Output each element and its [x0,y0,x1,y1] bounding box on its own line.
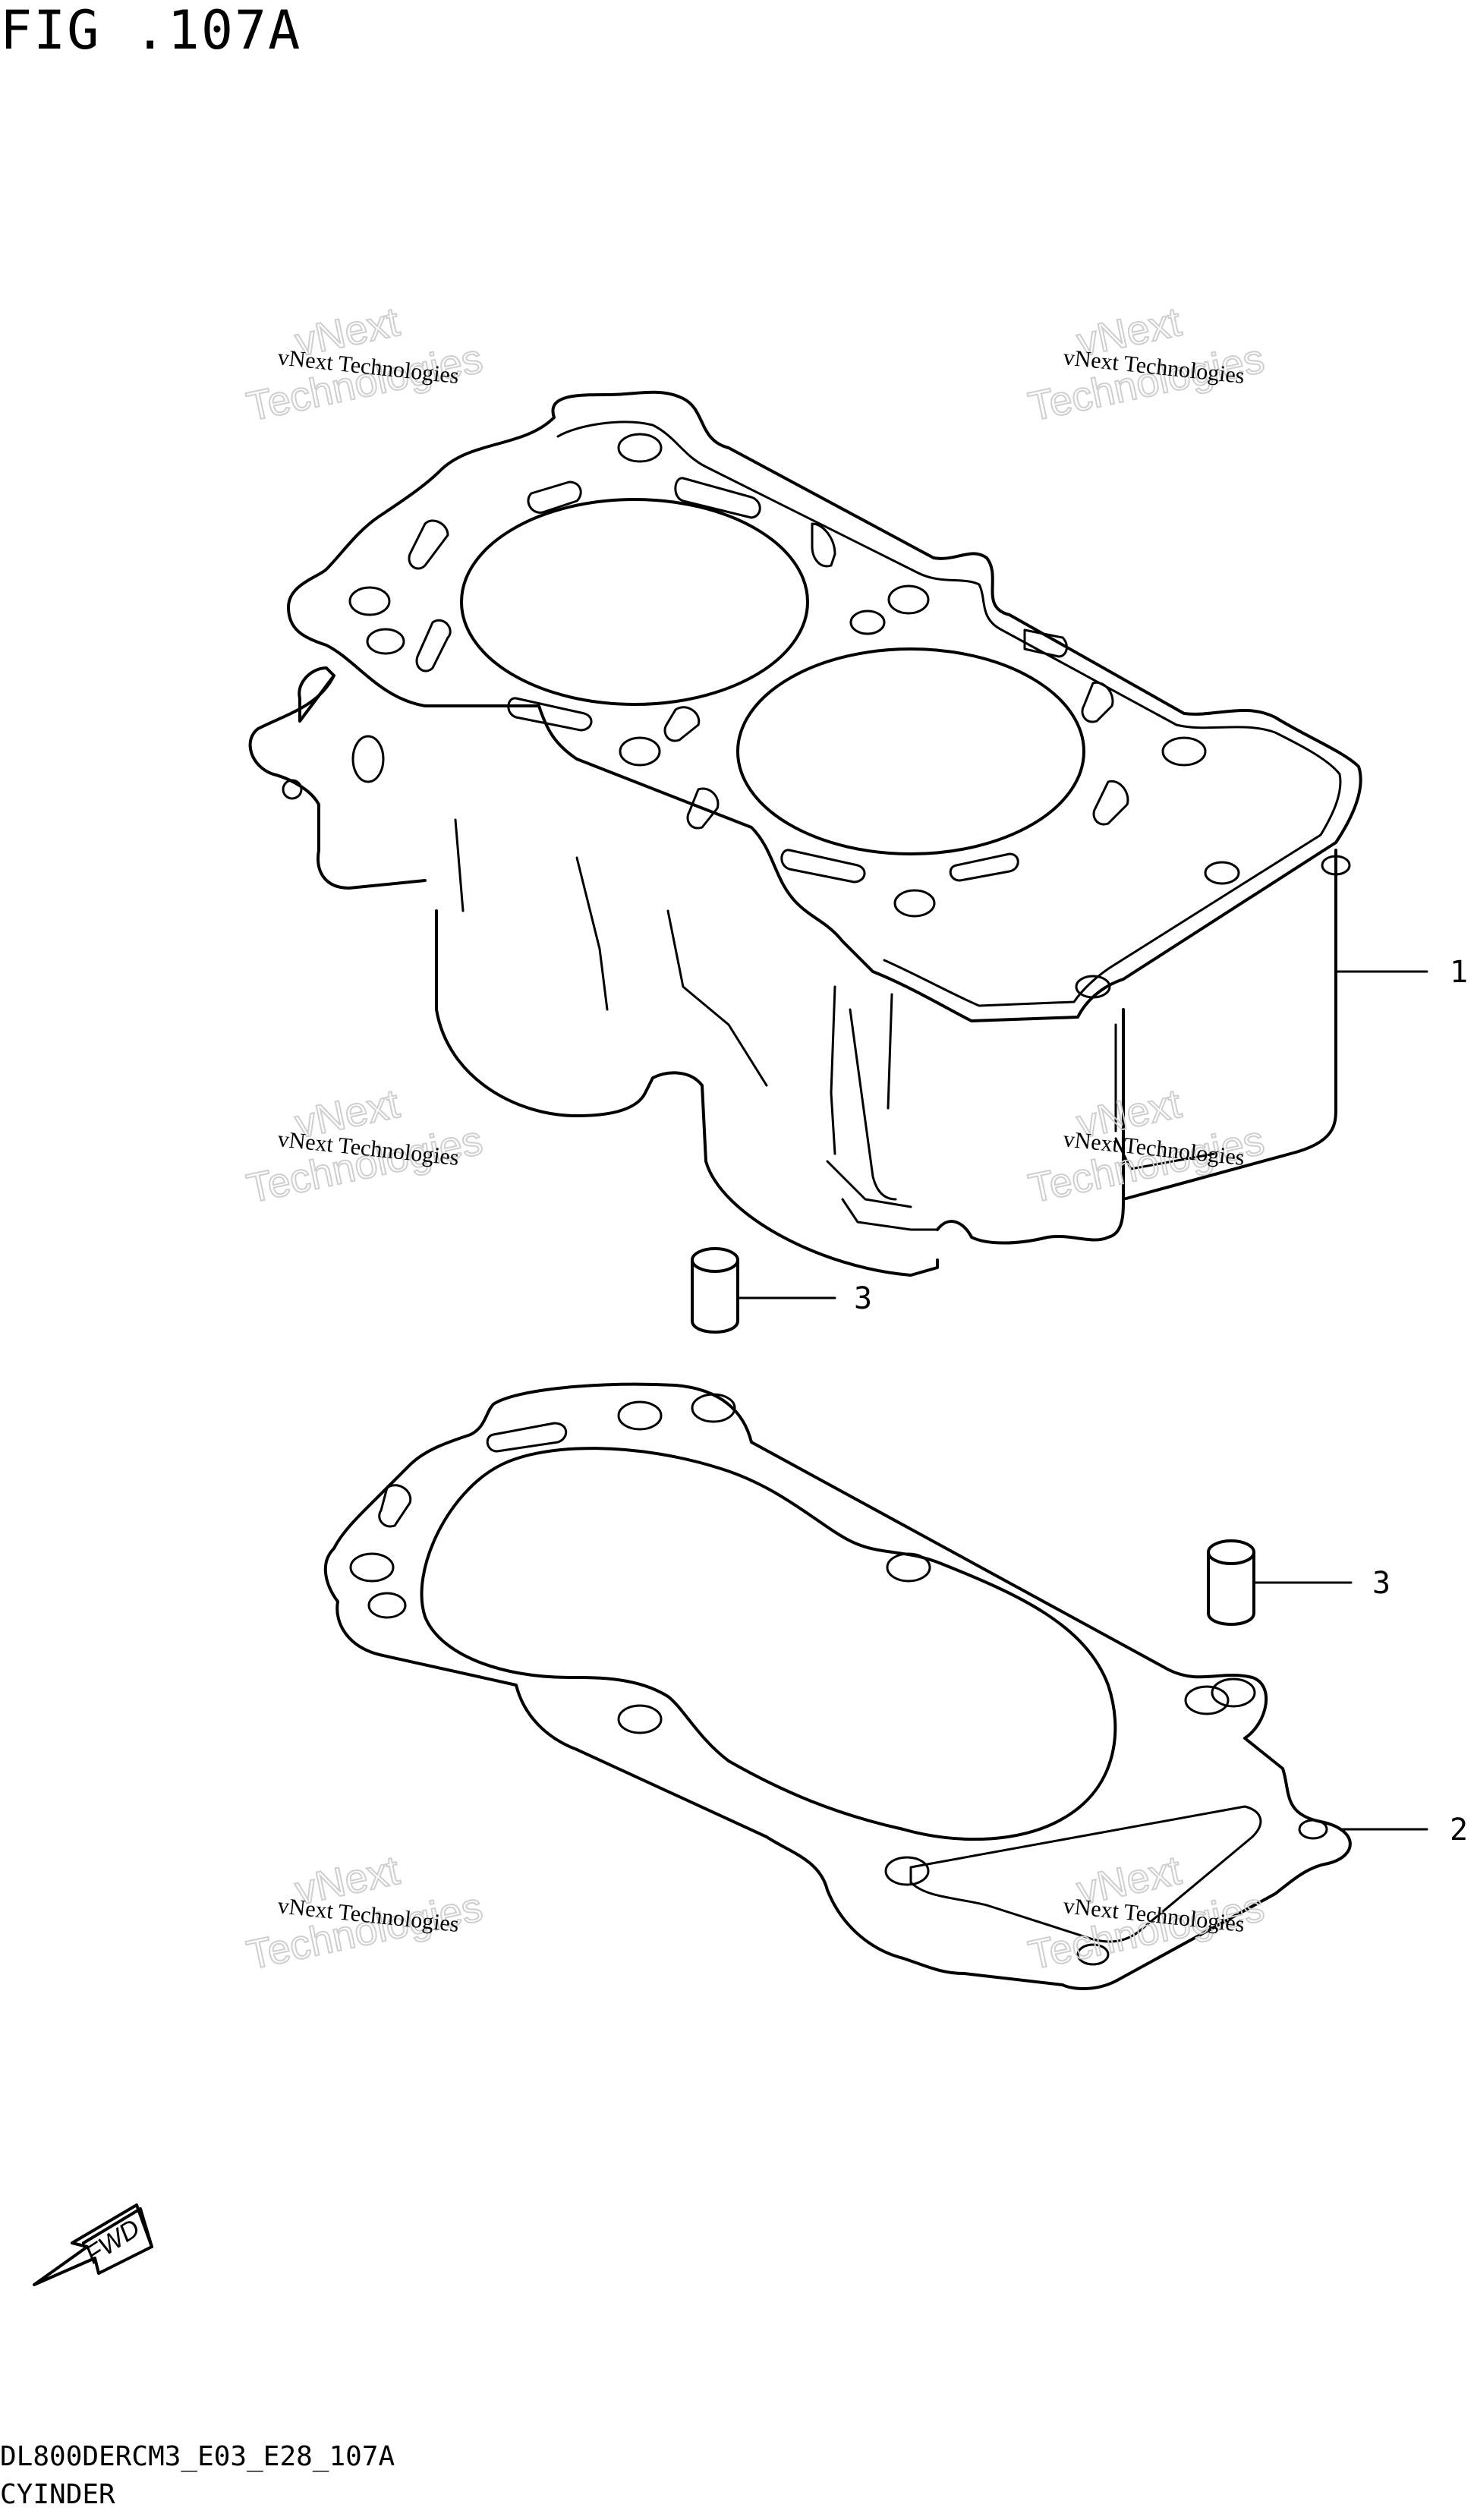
callout-2-number[interactable]: 2 [1450,1813,1468,1847]
cylinder-drawing[interactable] [248,390,1406,1277]
callout-3b-number[interactable]: 3 [1372,1566,1391,1601]
figure-title: FIG .107A [0,0,302,61]
callout-1-number[interactable]: 1 [1450,955,1468,990]
section-name: CYINDER [0,2479,115,2510]
dowel-pin-upper-drawing[interactable] [691,1247,739,1334]
cylinder-gasket-drawing[interactable] [323,1382,1352,1990]
callout-3a-number[interactable]: 3 [854,1281,872,1316]
fwd-arrow-icon: FWD [33,2203,153,2286]
model-code: DL800DERCM3_E03_E28_107A [0,2441,395,2472]
fwd-label: FWD [80,2213,146,2270]
dowel-pin-lower-drawing[interactable] [1207,1539,1255,1626]
